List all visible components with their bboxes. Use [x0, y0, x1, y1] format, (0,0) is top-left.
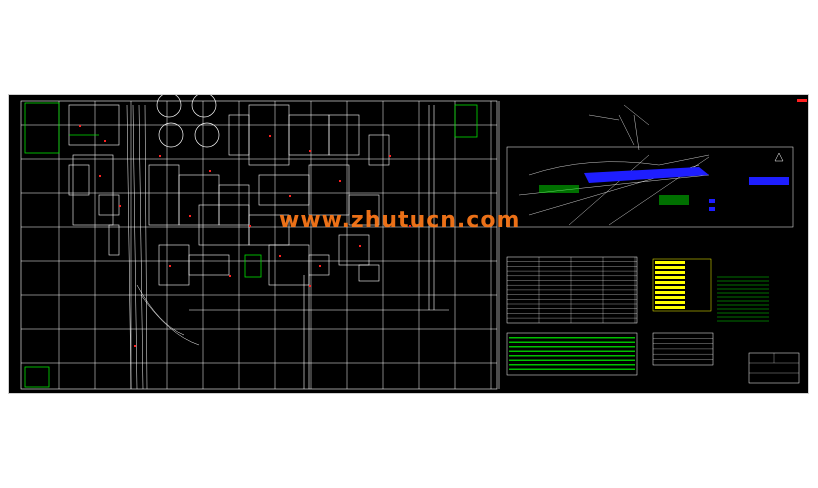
red-marker	[369, 215, 371, 217]
red-marker	[159, 155, 161, 157]
north-arrow-icon	[774, 152, 784, 162]
table-3-row	[509, 368, 635, 370]
building	[308, 164, 350, 216]
building	[338, 234, 370, 266]
notes-block	[717, 276, 769, 322]
building	[348, 194, 380, 226]
watermark-text: www.zhutucn.com	[279, 208, 521, 233]
site-plan	[20, 95, 498, 390]
table-3-row	[509, 355, 635, 357]
table-2-row	[655, 281, 685, 284]
building	[98, 194, 120, 216]
map-streets	[518, 104, 710, 226]
red-marker	[279, 255, 281, 257]
table-2-row	[655, 276, 685, 279]
red-marker	[289, 195, 291, 197]
red-marker	[409, 225, 411, 227]
red-marker	[309, 150, 311, 152]
building	[368, 134, 390, 166]
red-marker	[99, 175, 101, 177]
red-marker	[229, 275, 231, 277]
building	[72, 154, 114, 226]
site-plan-border	[20, 100, 498, 390]
building	[68, 104, 120, 146]
building	[108, 224, 120, 256]
location-map-border	[506, 146, 794, 228]
river-area-east	[749, 177, 789, 185]
sheet-number-tag	[797, 99, 807, 102]
red-marker	[249, 225, 251, 227]
red-marker	[169, 265, 171, 267]
table-3-row	[509, 341, 635, 343]
building	[188, 254, 230, 276]
table-3-row	[509, 346, 635, 348]
table-2	[652, 258, 712, 312]
location-map	[506, 99, 807, 228]
legend-swatch-blue-2	[709, 207, 715, 211]
building	[258, 174, 310, 206]
building	[158, 244, 190, 286]
table-2-row	[655, 271, 685, 274]
table-3-row	[509, 359, 635, 361]
cad-drawing	[20, 95, 807, 390]
building	[288, 114, 330, 156]
table-2-row	[655, 291, 685, 294]
table-2-row	[655, 296, 685, 299]
river-area	[584, 167, 709, 183]
table-3-row	[509, 350, 635, 352]
red-marker	[209, 170, 211, 172]
green-areas	[24, 102, 478, 388]
red-marker	[309, 285, 311, 287]
coordinate-grid	[21, 101, 497, 389]
table-3	[506, 332, 638, 376]
table-3-row	[509, 364, 635, 366]
building	[148, 164, 180, 226]
storage-tanks	[156, 95, 220, 148]
railway-tracks	[126, 104, 200, 390]
table-3-row	[509, 337, 635, 339]
building	[308, 254, 330, 276]
red-marker	[359, 245, 361, 247]
table-2-row	[655, 286, 685, 289]
building	[358, 264, 380, 282]
red-marker	[189, 215, 191, 217]
red-marker	[134, 345, 136, 347]
legend-swatch-blue	[709, 199, 715, 203]
red-marker	[269, 135, 271, 137]
plant-buildings	[68, 104, 449, 389]
data-tables	[506, 256, 800, 384]
building	[328, 114, 360, 156]
building	[228, 114, 250, 156]
red-marker	[104, 140, 106, 142]
red-marker	[389, 155, 391, 157]
red-marker	[119, 205, 121, 207]
table-2-row	[655, 261, 685, 264]
red-marker	[339, 180, 341, 182]
red-marker	[79, 125, 81, 127]
red-marker	[319, 265, 321, 267]
building	[68, 164, 90, 196]
table-2-row	[655, 266, 685, 269]
table-2-row	[655, 301, 685, 304]
red-markers	[79, 125, 411, 347]
map-green-dots	[539, 185, 689, 205]
table-2-row	[655, 306, 685, 309]
cad-drawing-frame: www.zhutucn.com	[8, 94, 809, 394]
